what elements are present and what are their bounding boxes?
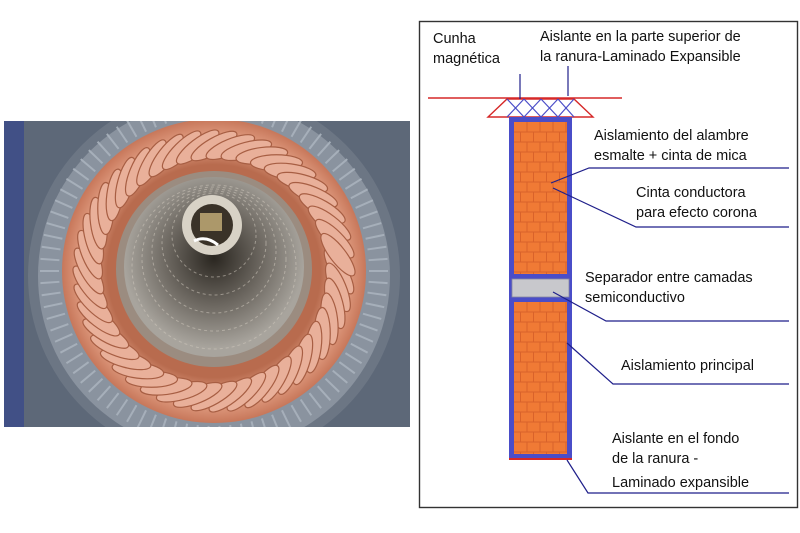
- label-separator: Separador entre camadas: [585, 270, 753, 286]
- label-bottom-insulation: Aislante en el fondo: [612, 431, 739, 447]
- layer-separator: [512, 279, 569, 297]
- label-wedge: Cunha: [433, 31, 477, 47]
- label-bottom-insulation: Laminado expansible: [612, 475, 749, 491]
- magnetic-wedge: [488, 99, 593, 117]
- label-top-insulation: la ranura-Laminado Expansible: [540, 49, 741, 65]
- label-wedge: magnética: [433, 51, 501, 67]
- label-wire-insulation: esmalte + cinta de mica: [594, 148, 748, 164]
- label-top-insulation: Aislante en la parte superior de: [540, 29, 741, 45]
- label-separator: semiconductivo: [585, 290, 685, 306]
- label-corona-tape: para efecto corona: [636, 205, 758, 221]
- diagram-frame: [420, 22, 798, 508]
- label-wire-insulation: Aislamiento del alambre: [594, 128, 749, 144]
- label-main-insulation: Aislamiento principal: [621, 358, 754, 374]
- label-bottom-insulation: de la ranura -: [612, 451, 698, 467]
- label-corona-tape: Cinta conductora: [636, 185, 747, 201]
